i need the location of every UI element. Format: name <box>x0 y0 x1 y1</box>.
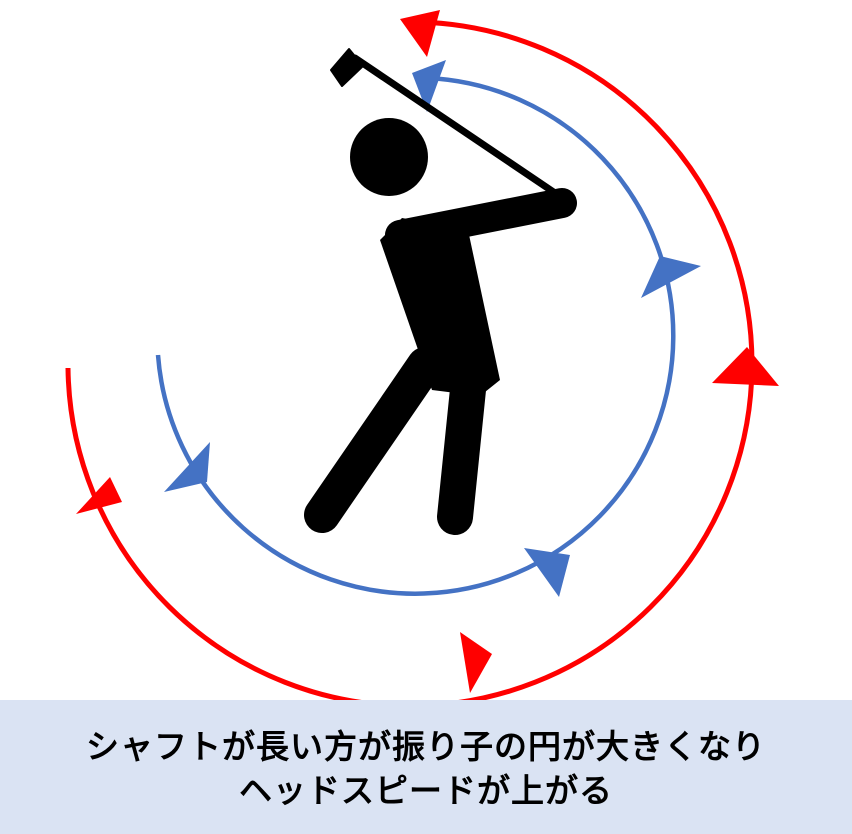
swing-arc-diagram <box>65 10 779 700</box>
short-arc-arrowhead-icon <box>524 548 570 597</box>
caption-line-2: ヘッドスピードが上がる <box>239 771 613 810</box>
long-arc-arrowhead-icon <box>400 10 440 57</box>
caption-line-1: シャフトが長い方が振り子の円が大きくなり <box>86 727 766 766</box>
short-arc-arrowhead-icon <box>412 60 446 112</box>
short-arc-arrowhead-icon <box>641 256 701 298</box>
long-arc-arrowhead-icon <box>76 477 122 514</box>
short-shaft-swing-arc <box>155 75 676 596</box>
short-arc-arrowhead-icon <box>164 442 210 492</box>
golfer-silhouette-icon <box>304 48 577 535</box>
long-arc-arrowhead-icon <box>460 632 492 693</box>
caption-box: シャフトが長い方が振り子の円が大きくなり ヘッドスピードが上がる <box>0 700 852 834</box>
long-shaft-swing-arc <box>65 19 755 700</box>
long-arc-arrowhead-icon <box>712 347 779 386</box>
